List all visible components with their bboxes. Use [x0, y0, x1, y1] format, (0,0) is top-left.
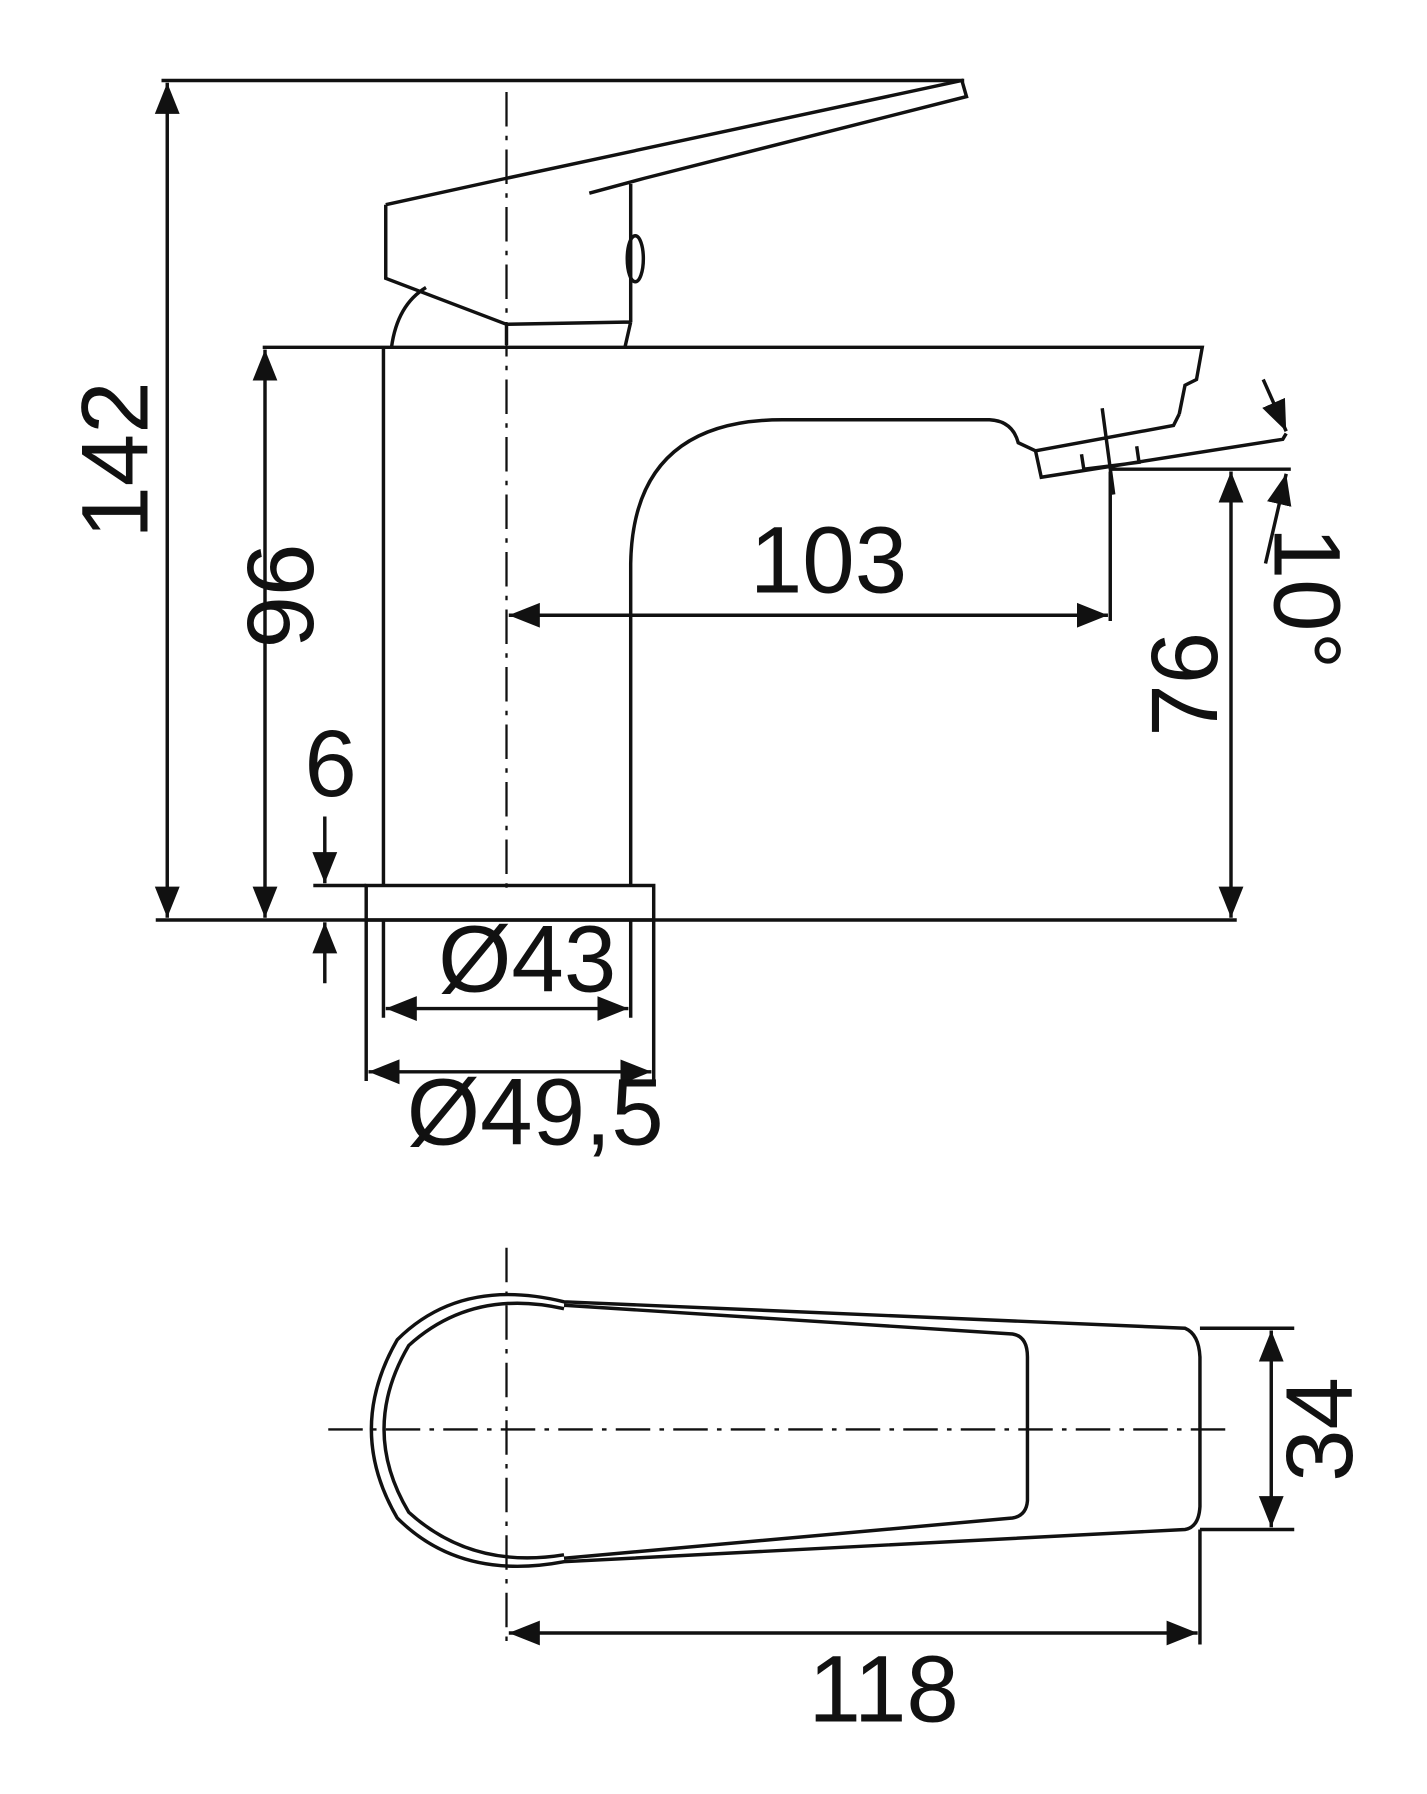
aerator	[1033, 408, 1288, 495]
dimension-6: 6	[304, 711, 356, 816]
handle-pivot	[625, 234, 646, 284]
dimension-d43: Ø43	[438, 906, 616, 1011]
dimension-118: 118	[809, 1637, 959, 1742]
side-view: 142 96 6 Ø43 Ø49,5 103 76 10°	[63, 78, 1360, 1164]
dimension-103: 103	[750, 507, 907, 612]
cartridge-cap	[389, 286, 427, 348]
dimension-34: 34	[1267, 1377, 1372, 1482]
top-outline	[369, 1292, 1202, 1569]
top-view: 34 118	[328, 1247, 1372, 1742]
dimension-96: 96	[228, 543, 333, 648]
dimension-d49-5: Ø49,5	[407, 1059, 664, 1164]
dimension-10-degrees: 10°	[1255, 527, 1360, 670]
dimension-76: 76	[1132, 632, 1237, 737]
lever-handle	[384, 78, 969, 348]
dimension-142: 142	[63, 381, 168, 538]
faucet-body	[262, 345, 1205, 886]
lever-outline	[563, 1303, 1030, 1560]
